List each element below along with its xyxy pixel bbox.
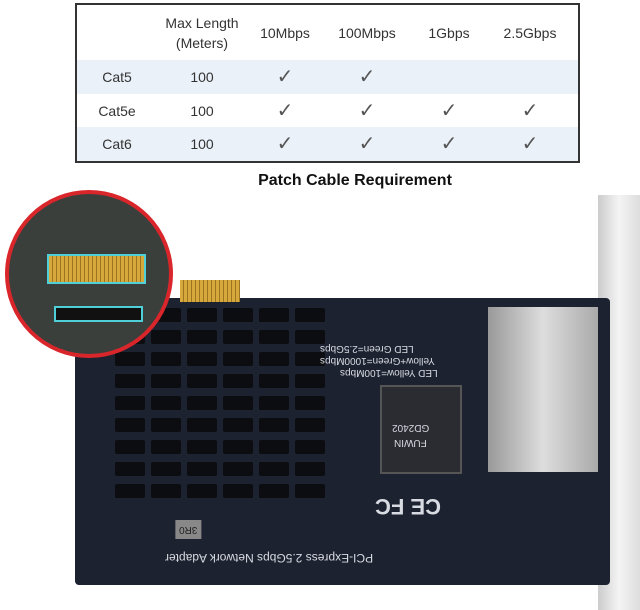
heatsink-fin [223, 374, 253, 388]
heatsink-fin [259, 374, 289, 388]
heatsink-fin [151, 440, 181, 454]
heatsink-fin [259, 352, 289, 366]
heatsink-fin [295, 418, 325, 432]
certification-marks: CE FC [375, 494, 441, 519]
heatsink-fin [259, 330, 289, 344]
pcie-gold-fingers [180, 280, 240, 302]
caption: Patch Cable Requirement [258, 172, 452, 189]
header-2-5gbps: 2.5Gbps [503, 24, 557, 41]
check-icon: ✓ [440, 133, 458, 155]
heatsink-fin [295, 484, 325, 498]
heatsink-fin [223, 396, 253, 410]
heatsink-fin [295, 462, 325, 476]
heatsink-fin [115, 462, 145, 476]
check-icon: ✓ [276, 133, 294, 155]
cable-type: Cat6 [102, 136, 132, 152]
heatsink-fin [187, 330, 217, 344]
check-icon: ✓ [276, 66, 294, 88]
inductor: 3R0 [175, 520, 202, 539]
heatsink-fin [259, 418, 289, 432]
product-text: PCI-Express 2.5Gbps Network Adapter [165, 551, 374, 565]
header-max-length: Max Length (Meters) [165, 13, 238, 53]
controller-chip: FUWIN GD2402 [380, 385, 462, 474]
heatsink-fin [223, 440, 253, 454]
heatsink-fin [187, 374, 217, 388]
heatsink-fin [151, 396, 181, 410]
heatsink-fin [187, 484, 217, 498]
heatsink-fin [259, 308, 289, 322]
cable-type: Cat5e [98, 102, 136, 119]
heatsink-fin [115, 440, 145, 454]
heatsink-fin [223, 352, 253, 366]
heatsink-fin [115, 418, 145, 432]
header-1gbps: 1Gbps [428, 24, 470, 41]
header-line1: Max Length [165, 14, 239, 31]
check-icon: ✓ [358, 99, 376, 122]
chip-model: GD2402 [392, 422, 430, 433]
heatsink-fin [259, 484, 289, 498]
heatsink-fin [151, 484, 181, 498]
heatsink-fin [151, 462, 181, 476]
cable-table: Max Length(Meters) 10Mbps 100Mbps 1Gbps … [75, 3, 580, 163]
chip-brand: FUWIN [394, 437, 427, 448]
table-header-row: Max Length(Meters) 10Mbps 100Mbps 1Gbps … [77, 5, 578, 60]
check-icon: ✓ [358, 66, 376, 88]
header-10mbps: 10Mbps [260, 24, 310, 41]
check-icon: ✓ [521, 99, 539, 122]
heatsink-fin [295, 374, 325, 388]
heatsink-fin [223, 418, 253, 432]
heatsink-fin [115, 374, 145, 388]
heatsink-fin [115, 484, 145, 498]
heatsink-fin [187, 396, 217, 410]
check-icon: ✓ [521, 133, 539, 155]
heatsink-fin [295, 440, 325, 454]
max-length: 100 [190, 69, 214, 85]
ethernet-port [488, 307, 598, 472]
heatsink-fin [115, 352, 145, 366]
led-text-1: LED Green=2.5Gbps [320, 343, 414, 354]
max-length: 100 [190, 102, 214, 119]
heatsink-fin [187, 308, 217, 322]
heatsink-fin [187, 440, 217, 454]
heatsink-fin [223, 484, 253, 498]
heatsink-fin [151, 418, 181, 432]
inset-gold-fingers [47, 254, 146, 284]
table-row: Cat5 100 ✓ ✓ [77, 60, 578, 94]
heatsink-fin [187, 462, 217, 476]
heatsink-fin [259, 462, 289, 476]
heatsink-fin [223, 330, 253, 344]
max-length: 100 [190, 136, 214, 152]
heatsink-fin [295, 330, 325, 344]
inset-slot [54, 306, 143, 322]
heatsink-fin [151, 330, 181, 344]
heatsink-fin [295, 352, 325, 366]
heatsink-fin [223, 308, 253, 322]
table-row: Cat5e 100 ✓ ✓ ✓ ✓ [77, 94, 578, 127]
table-row: Cat6 100 ✓ ✓ ✓ ✓ [77, 127, 578, 161]
cable-type: Cat5 [102, 69, 132, 85]
header-line2: (Meters) [175, 34, 229, 51]
heatsink-fin [115, 396, 145, 410]
heatsink-fin [151, 374, 181, 388]
heatsink-fin [187, 418, 217, 432]
heatsink-fin [259, 396, 289, 410]
check-icon: ✓ [440, 99, 458, 122]
led-text-3: LED Yellow=100Mbps [340, 367, 438, 378]
heatsink-fin [295, 308, 325, 322]
header-100mbps: 100Mbps [338, 24, 396, 41]
led-text-2: Yellow+Green=1000Mbps [320, 355, 435, 366]
check-icon: ✓ [358, 133, 376, 155]
heatsink-fin [295, 396, 325, 410]
heatsink-fin [151, 352, 181, 366]
check-icon: ✓ [276, 99, 294, 122]
heatsink-fin [187, 352, 217, 366]
heatsink-fin [223, 462, 253, 476]
zoom-inset-circle [5, 190, 173, 358]
heatsink-fin [259, 440, 289, 454]
